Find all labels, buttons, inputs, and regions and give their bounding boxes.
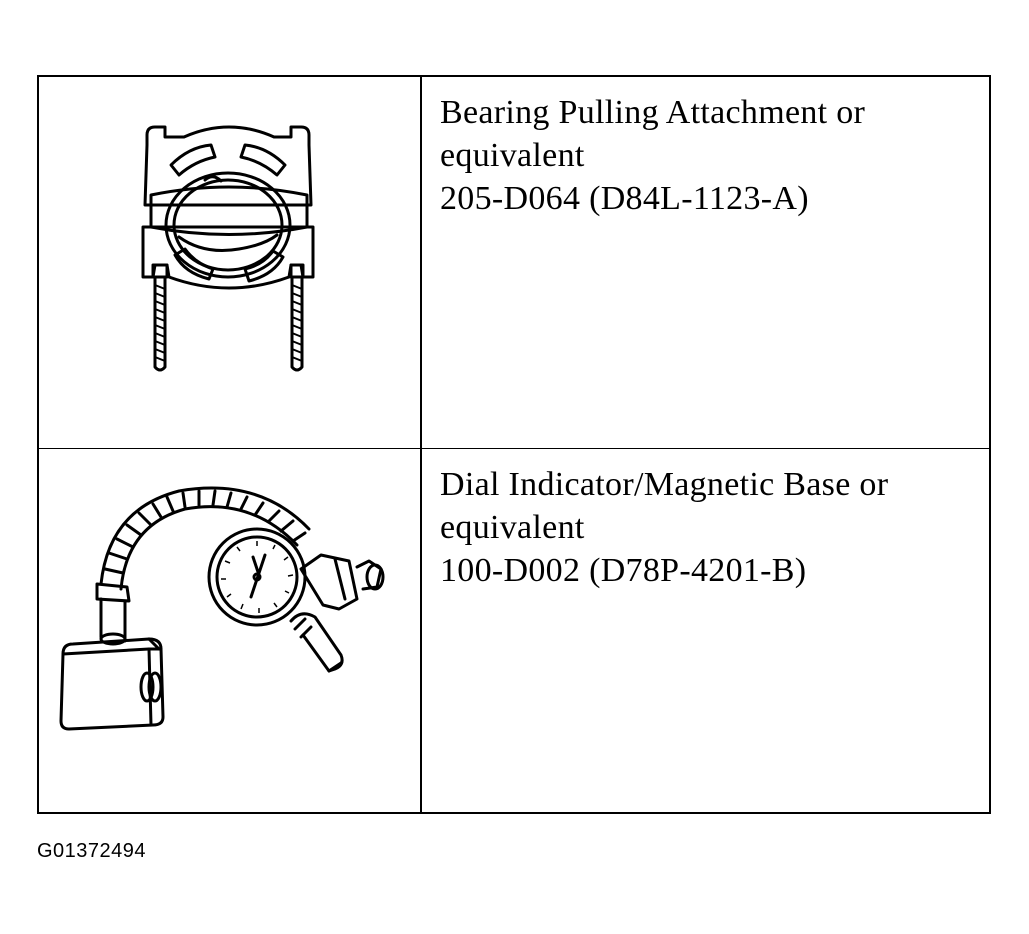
- column-divider: [420, 77, 422, 812]
- tool-part-number: 205-D064 (D84L-1123-A): [440, 180, 809, 217]
- tool-image-cell: [39, 449, 420, 812]
- tool-name-line2: equivalent: [440, 509, 585, 546]
- tool-description: Bearing Pulling Attachment or equivalent…: [440, 91, 980, 220]
- figure-id: G01372494: [37, 840, 147, 862]
- tool-name-line1: Dial Indicator/Magnetic Base or: [440, 466, 889, 503]
- tool-row-dial-indicator: Dial Indicator/Magnetic Base or equivale…: [39, 449, 989, 812]
- tool-table: Bearing Pulling Attachment or equivalent…: [37, 75, 991, 814]
- tool-image-cell: [39, 77, 420, 448]
- tool-name-line2: equivalent: [440, 137, 585, 174]
- tool-part-number: 100-D002 (D78P-4201-B): [440, 552, 807, 589]
- tool-row-bearing-puller: Bearing Pulling Attachment or equivalent…: [39, 77, 989, 449]
- bearing-puller-icon: [141, 125, 315, 372]
- tool-name-line1: Bearing Pulling Attachment or: [440, 94, 866, 131]
- tool-description: Dial Indicator/Magnetic Base or equivale…: [440, 463, 980, 592]
- dial-indicator-icon: [59, 486, 385, 731]
